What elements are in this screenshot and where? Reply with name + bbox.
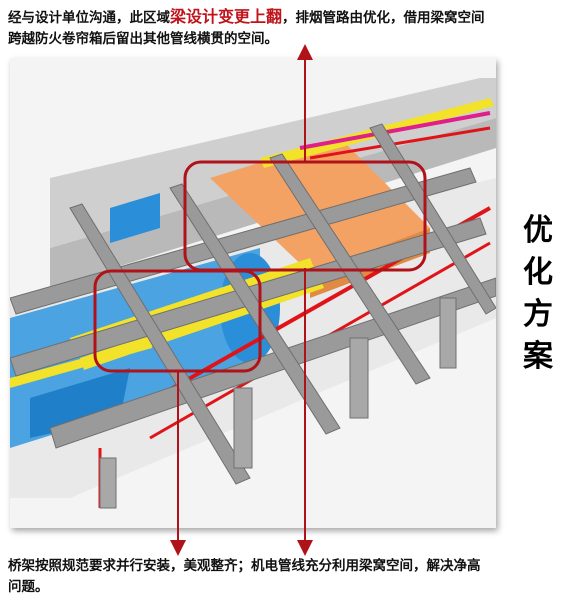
side-title-char-2: 化	[523, 255, 553, 290]
side-title-char-3: 方	[523, 297, 553, 332]
smoke-duct-orange	[210, 138, 430, 273]
top-caption-part2: ，排烟管路由优化，借用梁窝空间跨越防火卷帘箱后留出其他管线横贯的空间。	[8, 10, 485, 47]
bim-model-drawing	[10, 78, 496, 509]
cable-tray-4	[10, 340, 152, 388]
beam-transverse-2	[169, 183, 341, 435]
duct-blue-1	[110, 193, 160, 243]
column-1	[233, 387, 253, 469]
beam-transverse-4	[369, 123, 496, 315]
pipe-red-3	[309, 126, 491, 160]
beam-grid	[10, 123, 496, 485]
columns	[99, 297, 457, 509]
column-3	[439, 297, 457, 369]
side-title: 优 化 方 案	[518, 210, 558, 378]
beam-transverse-1	[69, 203, 251, 485]
column-2	[349, 337, 369, 419]
bim-model-render	[10, 58, 496, 528]
top-caption-part1: 经与设计单位沟通，此区域	[8, 10, 170, 26]
bottom-caption: 桥架按照规范要求并行安装，美观整齐；机电管线充分利用梁窝空间，解决净高问题。	[8, 558, 481, 595]
column-4	[99, 457, 117, 509]
top-caption: 经与设计单位沟通，此区域梁设计变更上翻，排烟管路由优化，借用梁窝空间跨越防火卷帘…	[8, 6, 488, 50]
side-title-char-1: 优	[523, 213, 553, 248]
side-title-char-4: 案	[523, 339, 553, 374]
top-caption-highlight: 梁设计变更上翻	[170, 7, 283, 26]
pipe-magenta-1	[299, 111, 491, 150]
